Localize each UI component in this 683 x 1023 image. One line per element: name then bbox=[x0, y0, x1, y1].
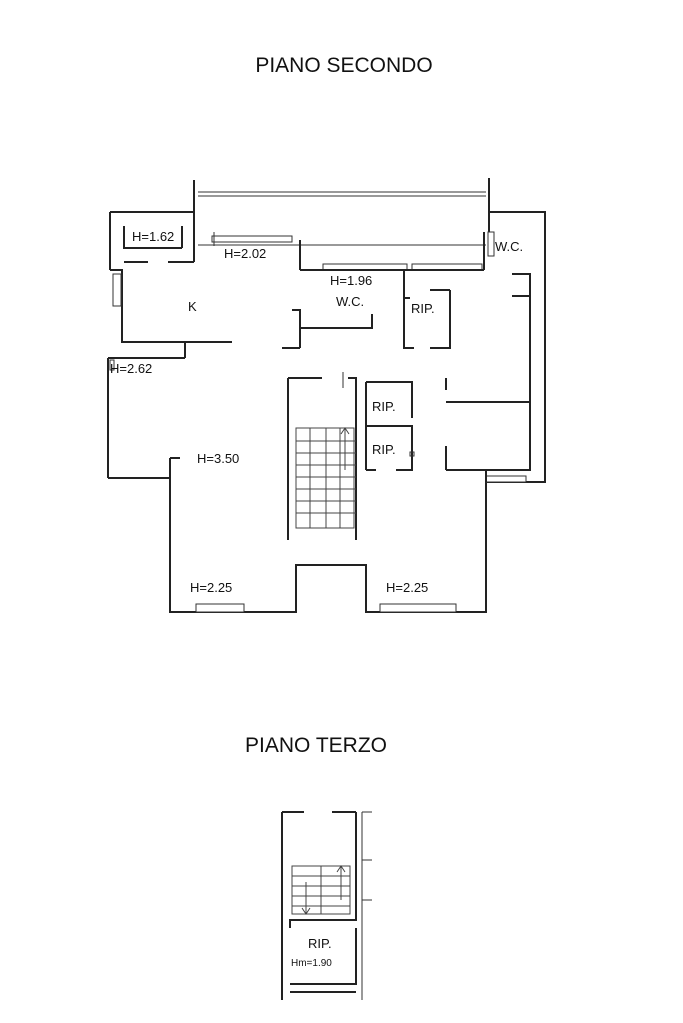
floor-title-second: PIANO SECONDO bbox=[255, 54, 432, 77]
second-floor-plan: H=1.62 H=2.02 H=1.96 W.C. W.C. K RIP. H=… bbox=[107, 178, 546, 613]
label-h262: H=2.62 bbox=[110, 361, 152, 376]
label-k: K bbox=[188, 299, 197, 314]
label-h350: H=3.50 bbox=[197, 451, 239, 466]
outer-walls bbox=[107, 211, 546, 613]
label-h162: H=1.62 bbox=[132, 229, 174, 244]
label-h202: H=2.02 bbox=[224, 246, 266, 261]
label-hm190: Hm=1.90 bbox=[291, 958, 332, 969]
label-rip-1: RIP. bbox=[411, 301, 435, 316]
interior-walls bbox=[123, 215, 531, 540]
label-wc-top: W.C. bbox=[495, 239, 523, 254]
label-rip-third: RIP. bbox=[308, 936, 332, 951]
label-wc-middle: W.C. bbox=[336, 294, 364, 309]
label-rip-3: RIP. bbox=[372, 442, 396, 457]
stair-third-floor bbox=[291, 865, 351, 915]
label-h225-right: H=2.25 bbox=[386, 580, 428, 595]
label-h225-left: H=2.25 bbox=[190, 580, 232, 595]
windows bbox=[109, 231, 527, 613]
third-floor-plan: RIP. Hm=1.90 bbox=[281, 811, 372, 1000]
label-h196: H=1.96 bbox=[330, 273, 372, 288]
balcony bbox=[193, 178, 490, 250]
label-rip-2: RIP. bbox=[372, 399, 396, 414]
floor-title-third: PIANO TERZO bbox=[245, 734, 387, 757]
stair-second-floor bbox=[295, 427, 356, 529]
